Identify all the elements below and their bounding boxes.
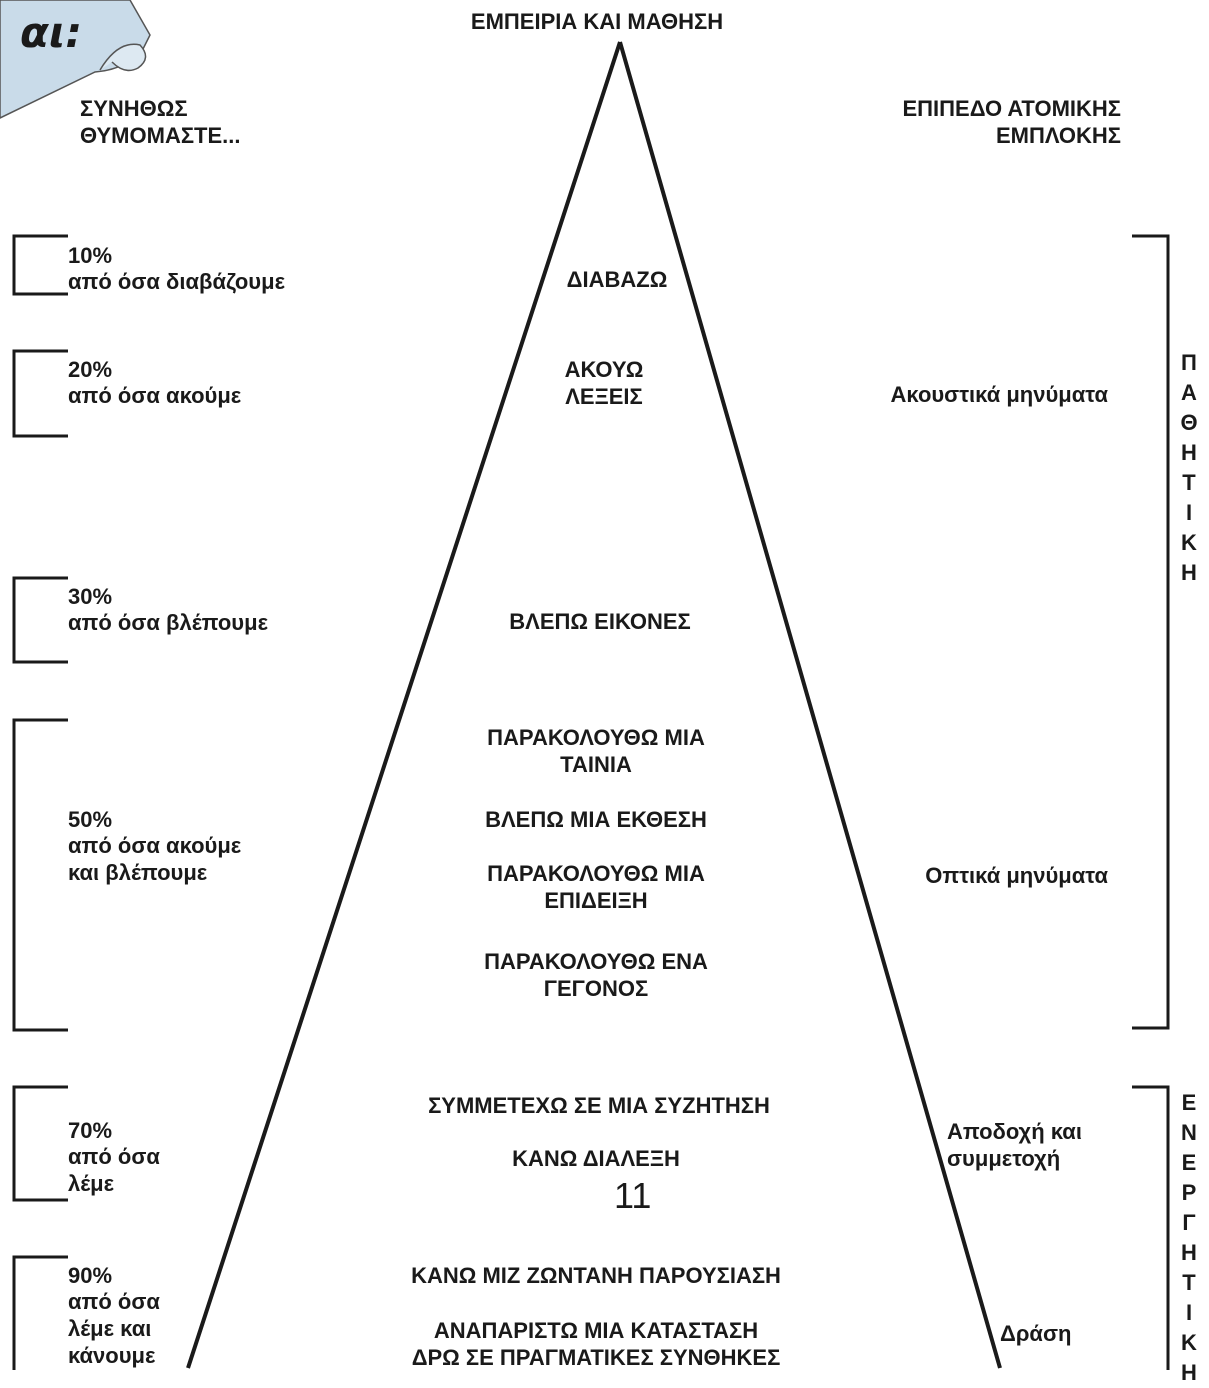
pyramid-item-simulation: ΑΝΑΠΑΡΙΣΤΩ ΜΙΑ ΚΑΤΑΣΤΑΣΗ ΔΡΩ ΣΕ ΠΡΑΓΜΑΤΙ…: [411, 1318, 781, 1370]
passive-letter: Α: [1181, 380, 1197, 405]
page-number: 11: [614, 1175, 652, 1216]
pyramid-item-watch-demo: ΠΑΡΑΚΟΛΟΥΘΩ ΜΙΑ ΕΠΙΔΕΙΞΗ: [487, 861, 705, 913]
active-letter: Ε: [1181, 1090, 1197, 1115]
right-label-auditory: Ακουστικά μηνύματα: [890, 382, 1108, 407]
passive-letter: Η: [1181, 560, 1197, 585]
corner-note-text: αι:: [20, 8, 83, 57]
passive-letter: Θ: [1180, 410, 1198, 435]
pyramid-item-live-presentation: ΚΑΝΩ ΜΙΖ ΖΩΝΤΑΝΗ ΠΑΡΟΥΣΙΑΣΗ: [411, 1263, 781, 1288]
level-50-text: από όσα ακούμε και βλέπουμε: [68, 833, 242, 885]
level-10-percent: 10%: [68, 243, 113, 268]
pyramid-item-discussion: ΣΥΜΜΕΤΕΧΩ ΣΕ ΜΙΑ ΣΥΖΗΤΗΣΗ: [428, 1093, 770, 1118]
pyramid-item-hear-words: ΑΚΟΥΩ ΛΕΞΕΙΣ: [564, 357, 644, 409]
active-letter: Ρ: [1181, 1180, 1197, 1205]
active-letter: Η: [1181, 1360, 1197, 1385]
active-letter: Τ: [1182, 1270, 1196, 1295]
active-letter: Κ: [1181, 1330, 1197, 1355]
left-column-header: ΣΥΝΗΘΩΣ ΘΥΜΟΜΑΣΤΕ...: [80, 96, 241, 148]
pyramid-item-watch-event: ΠΑΡΑΚΟΛΟΥΘΩ ΕΝΑ ΓΕΓΟΝΟΣ: [484, 949, 708, 1001]
level-90-text: από όσα λέμε και κάνουμε: [68, 1289, 160, 1368]
pyramid-item-read: ΔΙΑΒΑΖΩ: [566, 267, 668, 292]
active-letter: Η: [1181, 1240, 1197, 1265]
level-70-percent: 70%: [68, 1118, 113, 1143]
note-shape: [0, 0, 151, 119]
pyramid-title: ΕΜΠΕΙΡΙΑ ΚΑΙ ΜΑΘΗΣΗ: [470, 9, 724, 34]
level-70-text: από όσα λέμε: [68, 1144, 160, 1196]
passive-letter: Κ: [1181, 530, 1197, 555]
level-90-percent: 90%: [68, 1263, 113, 1288]
level-30-text: από όσα βλέπουμε: [68, 610, 269, 635]
pyramid-outline: [186, 41, 1002, 1369]
level-50-percent: 50%: [68, 807, 113, 832]
pyramid-item-lecture: ΚΑΝΩ ΔΙΑΛΕΞΗ: [512, 1146, 680, 1171]
level-10-text: από όσα διαβάζουμε: [68, 269, 286, 294]
pyramid-item-see-images: ΒΛΕΠΩ ΕΙΚΟΝΕΣ: [509, 609, 691, 634]
passive-letter: Π: [1181, 350, 1197, 375]
right-label-acceptance: Αποδοχή και συμμετοχή: [947, 1119, 1082, 1171]
passive-letter: Ι: [1185, 500, 1193, 525]
right-column-header: ΕΠΙΠΕΔΟ ΑΤΟΜΙΚΗΣ ΕΜΠΛΟΚΗΣ: [902, 96, 1122, 148]
pyramid-item-see-exhibition: ΒΛΕΠΩ ΜΙΑ ΕΚΘΕΣΗ: [485, 807, 707, 832]
right-label-action: Δράση: [1000, 1321, 1072, 1346]
level-30-percent: 30%: [68, 584, 113, 609]
passive-letter: Η: [1181, 440, 1197, 465]
active-letter: Ν: [1181, 1120, 1197, 1145]
left-brackets: [12, 234, 68, 1370]
right-brackets: [1132, 234, 1170, 1370]
level-20-percent: 20%: [68, 357, 113, 382]
active-letter: Ε: [1181, 1150, 1197, 1175]
passive-letter: Τ: [1182, 470, 1196, 495]
right-label-visual: Οπτικά μηνύματα: [925, 863, 1108, 888]
active-letter: Ι: [1185, 1300, 1193, 1325]
active-letter: Γ: [1182, 1210, 1196, 1235]
level-20-text: από όσα ακούμε: [68, 383, 242, 408]
pyramid-item-watch-film: ΠΑΡΑΚΟΛΟΥΘΩ ΜΙΑ ΤΑΙΝΙΑ: [487, 725, 705, 777]
